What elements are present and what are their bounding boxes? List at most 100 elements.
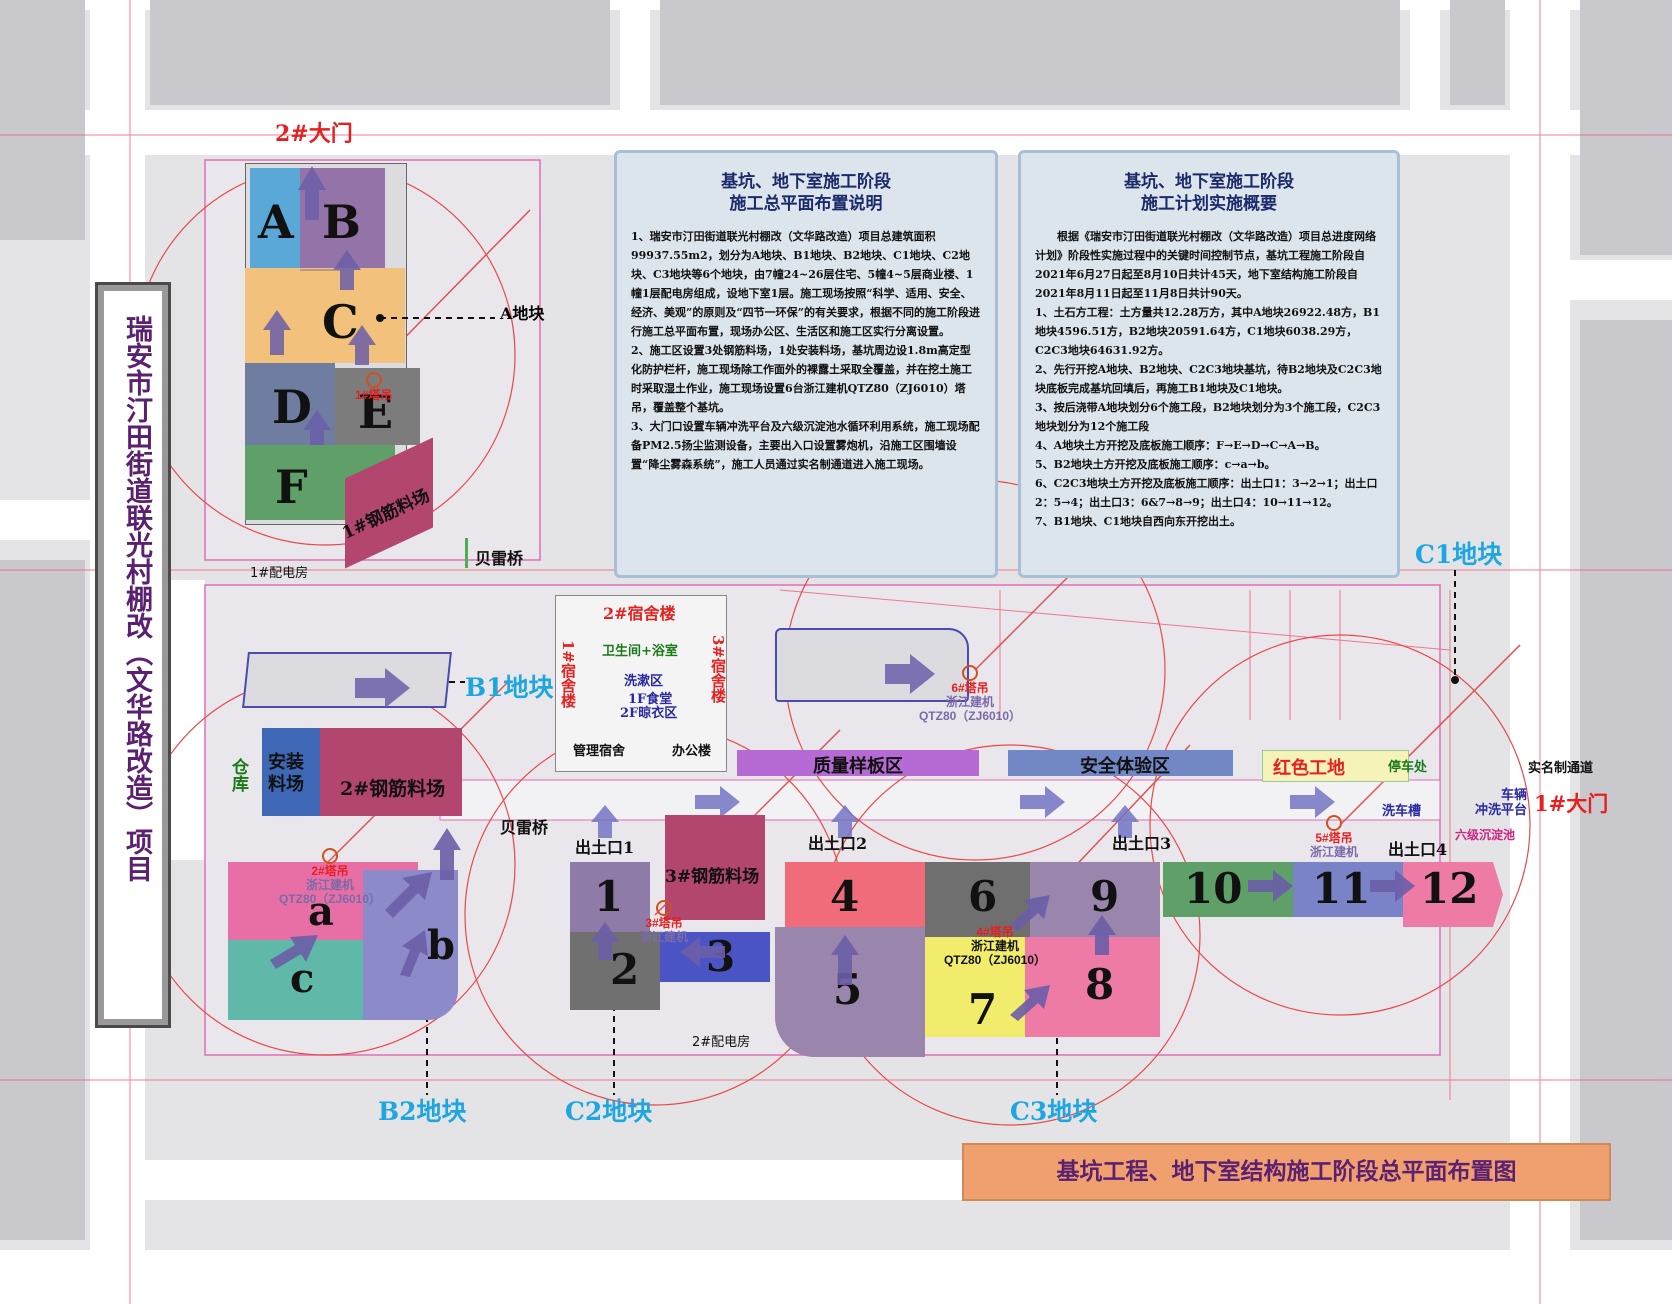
plan-panel-para: 4、A地块土方开挖及底板施工顺序：F→E→D→C→A→B。 bbox=[1035, 439, 1326, 452]
crane-1-label: 1#塔吊 bbox=[355, 388, 393, 402]
crane-6-icon bbox=[962, 665, 978, 681]
vehicle-wash: 车辆 冲洗平台 bbox=[1475, 788, 1528, 818]
crane-3: 3#塔吊 浙江建机 bbox=[640, 900, 688, 944]
zone-label-1: 1 bbox=[594, 872, 624, 921]
zone-label-2: 2 bbox=[610, 945, 640, 994]
drawing-title: 基坑工程、地下室结构施工阶段总平面布置图 bbox=[1056, 1158, 1517, 1185]
crane-5: 5#塔吊 浙江建机 bbox=[1310, 815, 1358, 859]
bailey-bridge-1: 贝雷桥 bbox=[475, 549, 524, 568]
layout-panel-para: 2、施工区设置3处钢筋料场，1处安装料场，基坑周边设1.8m高定型化防护栏杆，施… bbox=[631, 344, 972, 414]
dorm-1-label: 1#宿舍楼 bbox=[559, 640, 577, 709]
layout-panel-title-1: 基坑、地下室施工阶段 bbox=[721, 172, 891, 192]
plot-c3-label: C3地块 bbox=[1010, 1097, 1098, 1126]
gate-2-label: 2#大门 bbox=[275, 121, 353, 147]
crane-4-label: 4#塔吊 bbox=[976, 925, 1014, 939]
dorm-area bbox=[555, 595, 727, 772]
zone-label-C: C bbox=[322, 295, 359, 349]
zone-label-E: E bbox=[358, 385, 394, 439]
wash-tank: 洗车槽 bbox=[1382, 804, 1422, 819]
warehouse-label: 仓库 bbox=[228, 758, 248, 792]
layout-panel-para: 1、瑞安市汀田街道联光村棚改（文华路改造）项目总建筑面积99937.55m2，划… bbox=[631, 230, 980, 338]
layout-panel-para: 3、大门口设置车辆冲洗平台及六级沉淀池水循环利用系统，施工现场配备PM2.5扬尘… bbox=[631, 420, 980, 471]
safety-zone-label: 安全体验区 bbox=[1080, 756, 1170, 777]
drawing-title-box: 基坑工程、地下室结构施工阶段总平面布置图 bbox=[962, 1143, 1611, 1201]
plan-panel-para: 根据《瑞安市汀田街道联光村棚改（文华路改造）项目总进度网络计划》阶段性实施过程中… bbox=[1035, 230, 1376, 300]
crane-5-maker: 浙江建机 bbox=[1310, 845, 1359, 859]
plot-c1-outline bbox=[775, 628, 969, 702]
exit-2: 出土口2 bbox=[808, 834, 868, 853]
zone-label-3: 3 bbox=[706, 932, 736, 981]
red-site-zone bbox=[1262, 750, 1409, 782]
crane-3-icon bbox=[656, 900, 672, 916]
zone-label-F: F bbox=[275, 460, 308, 514]
zone-label-12: 12 bbox=[1420, 864, 1479, 913]
crane-4-model: QTZ80（ZJ6010） bbox=[943, 953, 1047, 967]
quality-zone-label: 质量样板区 bbox=[813, 756, 903, 777]
dorm-3-label: 3#宿舍楼 bbox=[709, 635, 727, 704]
plan-panel-para: 7、B1地块、C1地块自西向东开挖出土。 bbox=[1035, 515, 1242, 528]
plan-panel-title-2: 施工计划实施概要 bbox=[1141, 194, 1277, 214]
crane-1: 1#塔吊 bbox=[355, 372, 392, 402]
quality-zone bbox=[737, 750, 979, 776]
plan-panel-para: 6、C2C3地块土方开挖及底板施工顺序：出土口1：3→2→1；出土口2：5→4；… bbox=[1035, 477, 1378, 509]
zone-label-6: 6 bbox=[968, 872, 998, 921]
plan-panel-para: 1、土石方工程：土方量共12.28万方，其中A地块26922.48方，B1地块4… bbox=[1035, 306, 1380, 357]
rebar-yard-3-label: 3#钢筋料场 bbox=[665, 867, 760, 887]
safety-zone bbox=[1008, 750, 1233, 776]
canteen-label: 1F食堂 bbox=[628, 692, 673, 707]
sediment-label: 六级沉淀池 bbox=[1455, 828, 1516, 842]
project-title: 瑞安市汀田街道联光村棚改（文华路改造）项目 bbox=[121, 315, 152, 882]
zone-label-10: 10 bbox=[1184, 864, 1243, 913]
exit-3: 出土口3 bbox=[1112, 834, 1172, 853]
parking-label: 停车处 bbox=[1388, 760, 1428, 775]
layout-panel-body: 1、瑞安市汀田街道联光村棚改（文华路改造）项目总建筑面积99937.55m2，划… bbox=[617, 227, 995, 474]
crane-6-model: QTZ80（ZJ6010） bbox=[918, 709, 1022, 723]
crane-5-icon bbox=[1326, 815, 1342, 831]
install-yard bbox=[262, 728, 320, 816]
realname-channel: 实名制通道 bbox=[1528, 761, 1594, 776]
project-title-inner bbox=[104, 291, 162, 1019]
plan-summary-panel: 基坑、地下室施工阶段 施工计划实施概要 根据《瑞安市汀田街道联光村棚改（文华路改… bbox=[1018, 150, 1400, 578]
zone-label-11: 11 bbox=[1312, 864, 1371, 913]
bailey-bridge-2: 贝雷桥 bbox=[500, 818, 549, 837]
zone-7 bbox=[925, 937, 1025, 1037]
crane-4-maker: 浙江建机 bbox=[970, 939, 1019, 953]
plan-panel-para: 3、按后浇带A地块划分6个施工段，B2地块划分为3个施工段，C2C3地块划分为1… bbox=[1035, 401, 1381, 433]
dorm-2-label: 2#宿舍楼 bbox=[603, 604, 676, 623]
plot-c2-label: C2地块 bbox=[565, 1097, 653, 1126]
crane-3-maker: 浙江建机 bbox=[640, 930, 689, 944]
toilet-label: 卫生间+浴室 bbox=[602, 644, 678, 659]
zone-1 bbox=[570, 862, 650, 932]
layout-description-panel: 基坑、地下室施工阶段 施工总平面布置说明 1、瑞安市汀田街道联光村棚改（文华路改… bbox=[614, 150, 998, 578]
crane-2-model: QTZ80（ZJ6010） bbox=[278, 892, 382, 906]
plot-a-label: A地块 bbox=[500, 304, 545, 323]
zone-label-D: D bbox=[272, 380, 312, 434]
plot-b1-label: B1地块 bbox=[465, 673, 554, 702]
crane-2-icon bbox=[322, 848, 338, 864]
zone-label-9: 9 bbox=[1090, 872, 1120, 921]
install-yard-label: 安装料场 bbox=[268, 752, 304, 795]
plan-panel-body: 根据《瑞安市汀田街道联光村棚改（文华路改造）项目总进度网络计划》阶段性实施过程中… bbox=[1021, 227, 1397, 531]
crane-1-icon bbox=[365, 372, 382, 388]
power-room-1: 1#配电房 bbox=[250, 566, 309, 581]
project-title-box: 瑞安市汀田街道联光村棚改（文华路改造）项目 bbox=[95, 282, 171, 1028]
plan-panel-para: 2、先行开挖A地块、B2地块、C2C3地块基坑，待B2地块及C2C3地块底板完成… bbox=[1035, 363, 1382, 395]
crane-6-maker: 浙江建机 bbox=[945, 695, 994, 709]
crane-2: 2#塔吊 浙江建机 QTZ80（ZJ6010） bbox=[270, 848, 390, 906]
zone-label-A: A bbox=[258, 195, 294, 249]
crane-6: 6#塔吊 浙江建机 QTZ80（ZJ6010） bbox=[905, 665, 1035, 723]
plot-b1-outline bbox=[242, 652, 452, 708]
crane-2-maker: 浙江建机 bbox=[305, 878, 354, 892]
exit-1: 出土口1 bbox=[575, 838, 635, 857]
plot-b2-label: B2地块 bbox=[378, 1097, 467, 1126]
drying-label: 2F晾衣区 bbox=[620, 706, 678, 721]
zone-label-8: 8 bbox=[1085, 960, 1115, 1009]
rebar-yard-3 bbox=[665, 815, 765, 920]
zone-label-7: 7 bbox=[968, 985, 998, 1034]
bailey-bridge-1-mark bbox=[465, 538, 468, 568]
zone-label-5: 5 bbox=[833, 965, 863, 1014]
wash-label: 洗漱区 bbox=[624, 674, 664, 689]
gate-1-label: 1#大门 bbox=[1534, 791, 1609, 816]
zone-label-B: B bbox=[322, 195, 361, 249]
